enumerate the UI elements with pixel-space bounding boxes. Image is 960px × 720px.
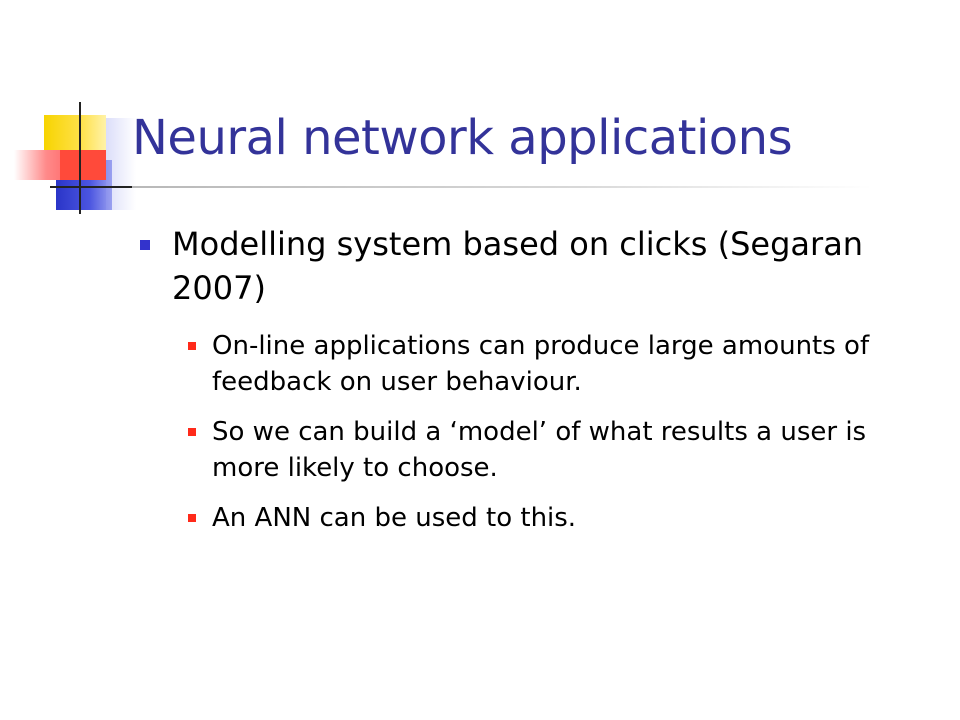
- square-bullet-icon: [188, 428, 196, 436]
- vertical-line-decoration: [79, 102, 81, 214]
- square-bullet-icon: [188, 342, 196, 350]
- blue-fade-decoration: [106, 118, 136, 210]
- sub-bullet-text: So we can build a ‘model’ of what result…: [212, 417, 867, 483]
- bullet-level-1: Modelling system based on clicks (Segara…: [136, 222, 936, 310]
- bullet-text: Modelling system based on clicks (Segara…: [172, 225, 864, 307]
- bullet-level-2: An ANN can be used to this.: [172, 500, 932, 536]
- slide-content: Modelling system based on clicks (Segara…: [136, 222, 936, 550]
- sub-bullet-list: On-line applications can produce large a…: [172, 328, 936, 536]
- bullet-level-2: On-line applications can produce large a…: [172, 328, 932, 400]
- sub-bullet-text: On-line applications can produce large a…: [212, 331, 870, 397]
- horizontal-line-decoration: [50, 186, 134, 188]
- corner-decoration: [0, 0, 140, 230]
- square-bullet-icon: [188, 514, 196, 522]
- slide-title: Neural network applications: [132, 110, 793, 166]
- title-underline: [132, 186, 872, 188]
- square-bullet-icon: [140, 240, 150, 250]
- red-square-decoration: [60, 150, 106, 180]
- sub-bullet-text: An ANN can be used to this.: [212, 503, 577, 533]
- bullet-level-2: So we can build a ‘model’ of what result…: [172, 414, 932, 486]
